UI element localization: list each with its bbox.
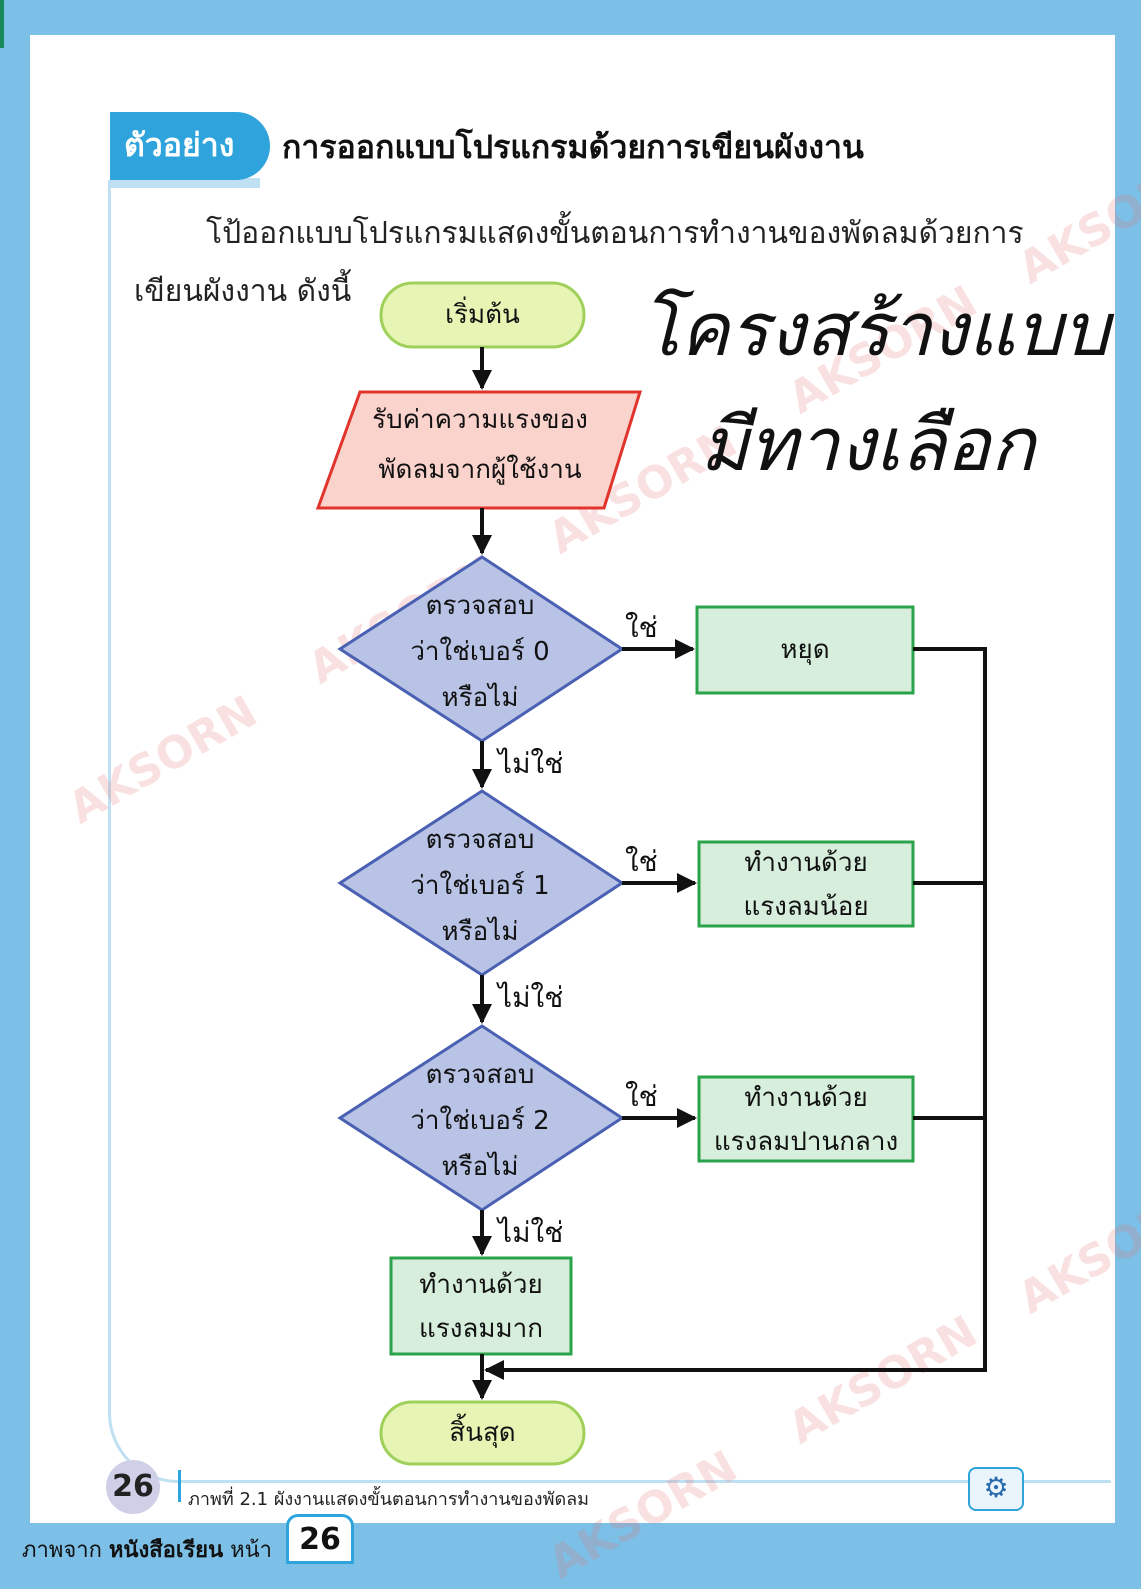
- action-medium-line-1: ทำงานด้วย: [744, 1083, 868, 1113]
- source-page-number: 26: [286, 1514, 354, 1564]
- yes-label: ใช่: [625, 1080, 658, 1113]
- source-note: ภาพจาก หนังสือเรียน หน้า: [22, 1532, 272, 1567]
- caption-prefix: ภาพที่: [188, 1489, 234, 1510]
- merge-line: [484, 647, 987, 1380]
- yes-label: ใช่: [625, 611, 658, 644]
- handwritten-note-line-2: มีทางเลือก: [700, 402, 1036, 488]
- source-prefix: ภาพจาก: [22, 1538, 102, 1563]
- page-frame-line: [108, 180, 1111, 1483]
- action-high-line-2: แรงลมมาก: [419, 1314, 543, 1344]
- page-number-badge: 26: [106, 1460, 160, 1514]
- no-label: ไม่ใช่: [498, 1216, 564, 1249]
- gear-icon[interactable]: ⚙: [968, 1467, 1024, 1511]
- decision-1-line-1: ตรวจสอบ: [425, 825, 535, 855]
- decision-2-line-2: ว่าใช่เบอร์ 2: [410, 1106, 550, 1136]
- action-stop-label: หยุด: [780, 635, 830, 665]
- start-label: เริ่มต้น: [445, 300, 520, 330]
- decision-2-line-1: ตรวจสอบ: [425, 1060, 535, 1090]
- action-box-high: [389, 1256, 573, 1356]
- left-edge-strip: [0, 0, 4, 48]
- no-label: ไม่ใช่: [498, 981, 564, 1014]
- action-box-stop: [695, 605, 915, 695]
- decision-0-line-1: ตรวจสอบ: [425, 591, 535, 621]
- source-book: หนังสือเรียน: [108, 1538, 224, 1563]
- example-tag: ตัวอย่าง: [110, 112, 270, 180]
- action-low-line-2: แรงลมน้อย: [743, 892, 869, 922]
- no-label: ไม่ใช่: [498, 747, 564, 780]
- action-high-line-1: ทำงานด้วย: [419, 1270, 543, 1300]
- yes-label: ใช่: [625, 845, 658, 878]
- input-label-line-2: พัดลมจากผู้ใช้งาน: [378, 455, 582, 485]
- input-parallelogram: [315, 390, 643, 510]
- decision-0-line-3: หรือไม่: [441, 683, 519, 713]
- end-label: สิ้นสุด: [449, 1418, 516, 1448]
- intro-line-2: เขียนผังงาน ดังนี้: [134, 274, 352, 309]
- section-title: การออกแบบโปรแกรมด้วยการเขียนผังงาน: [282, 128, 864, 166]
- handwritten-note-line-1: โครงสร้างแบบ: [640, 287, 1110, 373]
- action-medium-line-2: แรงลมปานกลาง: [713, 1127, 899, 1157]
- caption-bar: [178, 1470, 181, 1502]
- action-box-medium: [697, 1075, 915, 1163]
- end-terminal: [379, 1400, 586, 1466]
- decision-0-line-2: ว่าใช่เบอร์ 0: [410, 637, 550, 667]
- tag-shadow: [110, 178, 260, 188]
- decision-1-line-3: หรือไม่: [441, 917, 519, 947]
- caption-number: 2.1: [239, 1489, 269, 1510]
- caption-text: ผังงานแสดงขั้นตอนการทำงานของพัดลม: [273, 1489, 590, 1510]
- decision-2-line-3: หรือไม่: [441, 1152, 519, 1182]
- source-suffix: หน้า: [230, 1538, 273, 1563]
- input-label-line-1: รับค่าความแรงของ: [372, 405, 588, 435]
- intro-line-1: โป้ออกแบบโปรแกรมแสดงขั้นตอนการทำงานของพั…: [206, 216, 1024, 251]
- action-low-line-1: ทำงานด้วย: [744, 848, 868, 878]
- figure-caption: ภาพที่ 2.1 ผังงานแสดงขั้นตอนการทำงานของพ…: [188, 1484, 589, 1513]
- decision-1-line-2: ว่าใช่เบอร์ 1: [410, 871, 550, 901]
